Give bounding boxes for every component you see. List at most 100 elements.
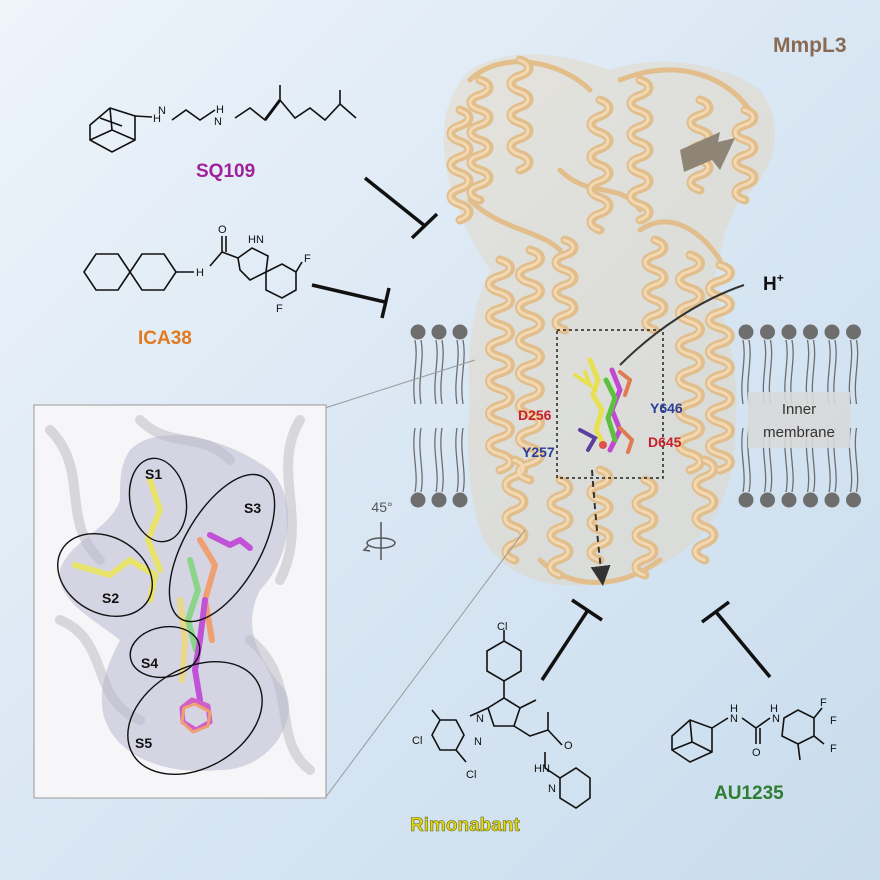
rimonabant-hn: HN [534, 763, 550, 775]
lipid-head [760, 324, 775, 340]
lipid-head [824, 492, 840, 508]
lipid-head [738, 492, 754, 508]
site-s5-ellipse [127, 660, 263, 776]
sq109-nh-1: H [153, 113, 161, 125]
sq109-nh-2: H [216, 104, 224, 116]
au1235-f-3: F [830, 743, 837, 755]
lipid-tail [434, 339, 438, 405]
lipid-head [738, 324, 754, 340]
lipid-head [410, 324, 426, 340]
lipid-tail [440, 427, 444, 493]
lipid-tail [413, 427, 417, 493]
site-s5-label: S5 [135, 735, 152, 751]
lipid-head [803, 324, 818, 340]
site-s4-label: S4 [141, 655, 158, 671]
lipid-tail [419, 339, 423, 405]
membrane-label-line1: Inner [782, 401, 816, 418]
sq109-name: SQ109 [196, 161, 255, 182]
ica38-o: O [218, 224, 227, 236]
lipid-head [431, 492, 447, 508]
lipid-head [846, 324, 861, 340]
rimonabant-cl-3: Cl [466, 769, 476, 781]
rimonabant-n-1: N [476, 713, 484, 725]
rimonabant-structure [431, 630, 591, 809]
proton-label: H+ [763, 271, 784, 295]
bound-ligands [573, 357, 635, 454]
lipid-head [452, 324, 468, 340]
lipid-tail [455, 339, 459, 405]
binding-site-box [556, 329, 664, 479]
translocation-arrow [590, 469, 611, 586]
ica38-hn: HN [248, 234, 264, 246]
sq109-n-1: N [158, 105, 166, 117]
lipid-tail [854, 427, 859, 493]
au1235-inhibit-bar [700, 600, 731, 624]
ica38-name: ICA38 [138, 328, 192, 349]
lipid-tail [413, 339, 417, 405]
lipid-tail [434, 427, 438, 493]
au1235-n-1: N [730, 713, 738, 725]
lipid-tail [741, 427, 745, 493]
au1235-structure [671, 707, 825, 763]
au1235-f-2: F [830, 715, 837, 727]
lipid-head [846, 492, 861, 508]
rimonabant-cl-1: Cl [497, 621, 507, 633]
residue-y646: Y646 [650, 400, 683, 416]
au1235-f-1: F [820, 697, 827, 709]
lipid-head [452, 492, 468, 508]
lipid-head [824, 324, 840, 340]
rimonabant-n-2: N [474, 736, 482, 748]
rimonabant-o: O [564, 740, 573, 752]
sq109-n-2: N [214, 116, 222, 128]
lipid-head [431, 324, 447, 340]
lipid-head [760, 492, 775, 508]
pocket-inset: S1 S2 S3 S4 S5 [33, 404, 327, 799]
inhibition-markers [311, 176, 772, 681]
au1235-inhibit-line [714, 610, 772, 679]
membrane-label-line2: membrane [763, 424, 835, 441]
au1235-h-2: H [770, 703, 778, 715]
site-s2-label: S2 [102, 590, 119, 606]
rotation-label: 45° [371, 499, 392, 515]
ica38-structure [83, 236, 303, 299]
lipid-tail [461, 427, 465, 493]
sq109-structure [89, 85, 357, 153]
ica38-inhibit-line [311, 283, 386, 304]
membrane-label-box [748, 392, 850, 448]
beta-sheet [680, 132, 735, 172]
mmpl3-protein [443, 54, 775, 586]
site-s2-ellipse [57, 532, 153, 618]
lipid-tail [419, 427, 423, 493]
sq109-inhibit-bar [410, 212, 439, 240]
au1235-name: AU1235 [714, 783, 784, 804]
au1235-h-1: H [730, 703, 738, 715]
site-s1-ellipse [128, 457, 188, 543]
proton-path-curve [619, 284, 745, 366]
ica38-f-1: F [304, 253, 311, 265]
site-s3-ellipse [168, 473, 276, 623]
lipid-tail [455, 427, 459, 493]
rimonabant-cl-2: Cl [412, 735, 422, 747]
lipid-tail [854, 339, 859, 405]
au1235-o: O [752, 747, 761, 759]
rimonabant-inhibit-line [540, 609, 590, 681]
lipid-tail [461, 339, 465, 405]
au1235-n-2: N [772, 713, 780, 725]
protein-title: MmpL3 [773, 34, 847, 57]
site-s4-ellipse [129, 625, 201, 679]
ica38-f-2: F [276, 303, 283, 315]
lipid-head [410, 492, 426, 508]
lipid-head [803, 492, 818, 508]
membrane-left [410, 324, 468, 508]
residue-d645: D645 [648, 434, 682, 450]
site-s1-label: S1 [145, 466, 162, 482]
rotation-icon [362, 522, 396, 560]
sq109-inhibit-line [363, 176, 427, 228]
lipid-head [781, 324, 797, 340]
rimonabant-name: Rimonabant [410, 815, 520, 836]
site-s3-label: S3 [244, 500, 261, 516]
lipid-tail [741, 339, 745, 405]
lipid-head [781, 492, 797, 508]
